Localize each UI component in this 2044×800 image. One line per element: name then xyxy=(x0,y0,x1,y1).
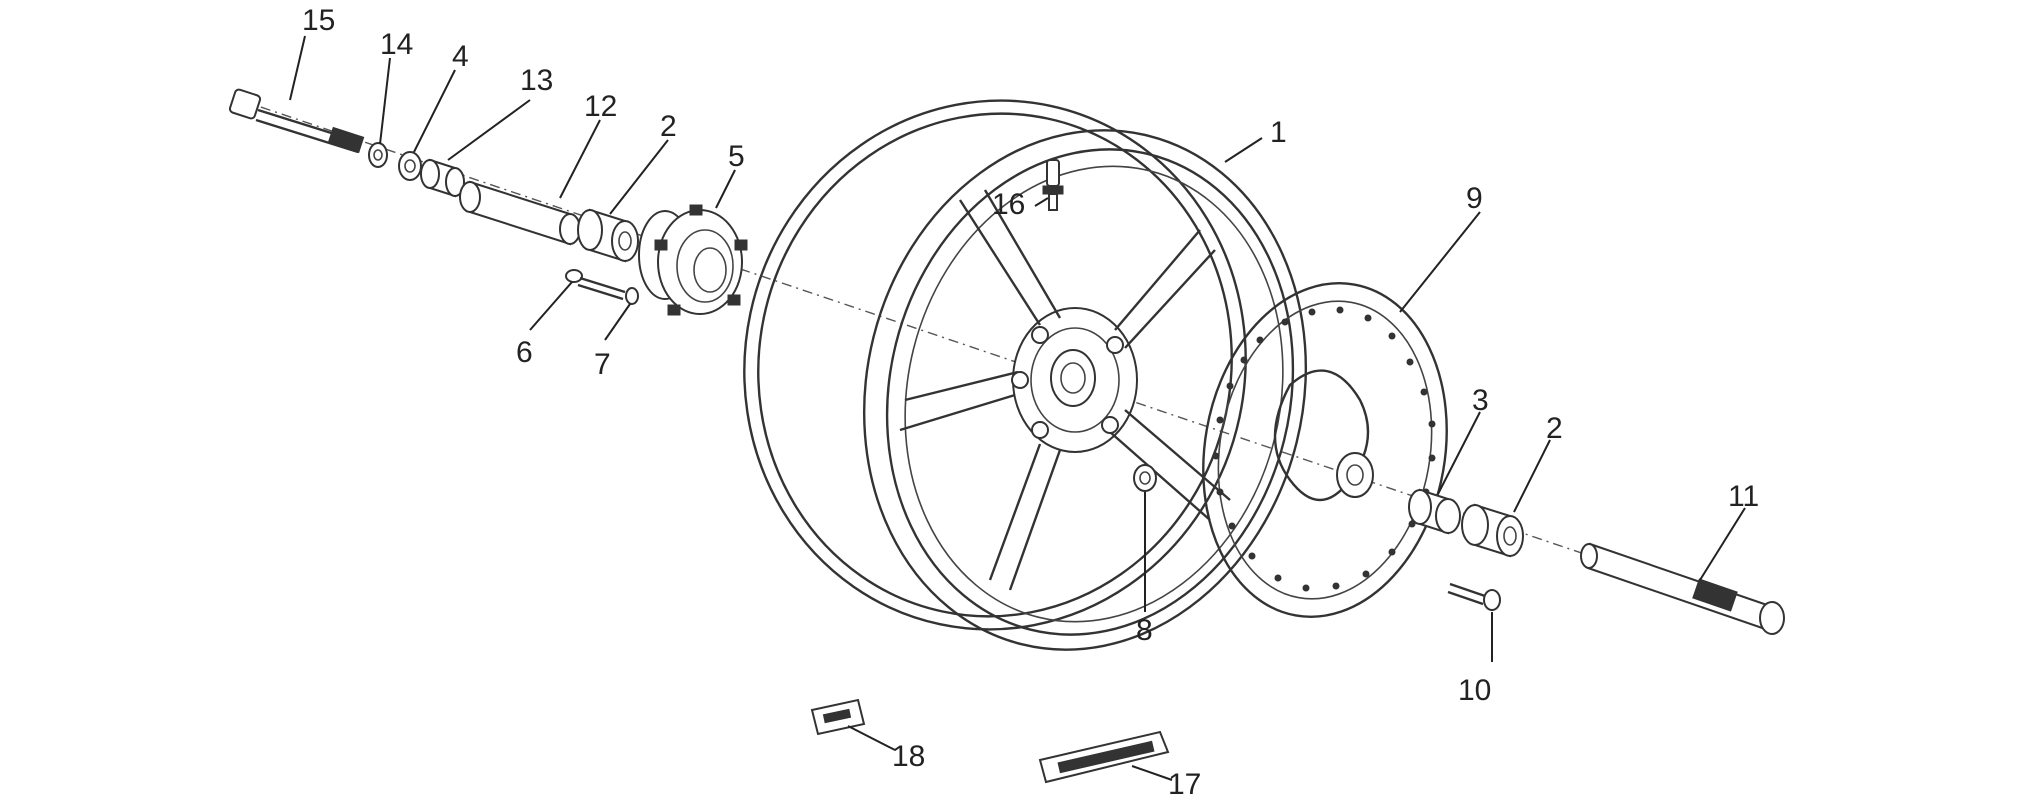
callout-1: 1 xyxy=(1270,116,1287,149)
callout-18: 18 xyxy=(892,740,925,773)
part-17-decal xyxy=(1038,730,1170,784)
part-2-bearing-left xyxy=(577,208,639,263)
part-10-disc-screw xyxy=(1447,582,1501,611)
part-2-bearing-right xyxy=(1461,503,1524,558)
callout-2-left: 2 xyxy=(660,110,677,143)
callout-2-right: 2 xyxy=(1546,412,1563,445)
part-14-washer xyxy=(368,142,388,168)
part-4-spacer-ring xyxy=(398,151,422,181)
part-1-wheel-rim xyxy=(743,99,1308,651)
callout-13: 13 xyxy=(520,64,553,97)
callout-labels: 15 14 4 13 12 2 5 6 7 16 1 9 3 2 11 8 10… xyxy=(302,4,1759,800)
callout-11: 11 xyxy=(1728,480,1759,513)
part-15-axle-bolt xyxy=(228,88,365,154)
part-12-spacer-tube xyxy=(459,180,581,246)
callout-16: 16 xyxy=(992,188,1025,221)
part-18-badge xyxy=(810,698,866,736)
callout-14: 14 xyxy=(380,28,413,61)
part-5-drive-hub xyxy=(638,204,748,316)
part-11-axle-spindle xyxy=(1580,542,1785,635)
part-9-brake-disc xyxy=(1202,282,1448,618)
assembly-axis xyxy=(239,99,1781,621)
part-8-spacer xyxy=(1133,464,1157,492)
part-7-small-washer xyxy=(625,287,639,305)
callout-17: 17 xyxy=(1168,768,1201,800)
part-6-screw xyxy=(565,269,626,301)
callout-9: 9 xyxy=(1466,182,1483,215)
leader-lines xyxy=(289,35,1746,781)
callout-10: 10 xyxy=(1458,674,1491,707)
callout-6: 6 xyxy=(516,336,533,369)
part-3-seal-ring xyxy=(1408,488,1461,535)
callout-12: 12 xyxy=(584,90,617,123)
part-16-valve xyxy=(1042,159,1064,211)
callout-5: 5 xyxy=(728,140,745,173)
part-13-seal xyxy=(420,158,465,198)
callout-8: 8 xyxy=(1136,614,1153,647)
callout-4: 4 xyxy=(452,40,469,73)
callout-15: 15 xyxy=(302,4,335,37)
callout-3: 3 xyxy=(1472,384,1489,417)
callout-7: 7 xyxy=(594,348,611,381)
